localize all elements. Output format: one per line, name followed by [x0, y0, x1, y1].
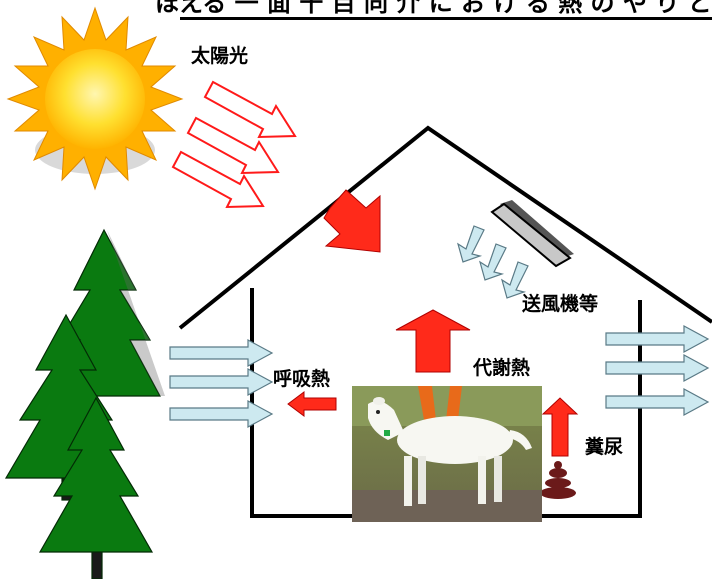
title-underline: [180, 17, 712, 20]
sunlight-arrows: [171, 80, 297, 209]
diagram-title: ほえる 一 面 干 目 同 介 に お け る 熱 の や り と り: [155, 0, 712, 17]
fan-airflow-arrows: [457, 225, 529, 299]
metabolic-heat-arrow: [395, 309, 471, 373]
manure-heat-arrow: [541, 397, 579, 457]
outflow-arrows: [605, 324, 710, 417]
fan-icon: [490, 200, 574, 268]
label-respiratory-heat: 呼吸熱: [273, 368, 331, 390]
label-fan: 送風機等: [522, 293, 599, 315]
label-manure: 糞尿: [585, 436, 624, 458]
goat-photo: [352, 386, 542, 522]
inflow-arrows: [169, 338, 274, 429]
tree-3: [38, 396, 154, 579]
roof-heat-arrow: [323, 189, 381, 253]
label-metabolic-heat: 代謝熱: [473, 357, 531, 379]
sun-icon: [6, 6, 184, 191]
tree-icon: [4, 228, 165, 579]
respiratory-heat-arrow: [287, 391, 337, 417]
manure-icon: [540, 461, 576, 499]
label-sunlight: 太陽光: [191, 45, 249, 67]
